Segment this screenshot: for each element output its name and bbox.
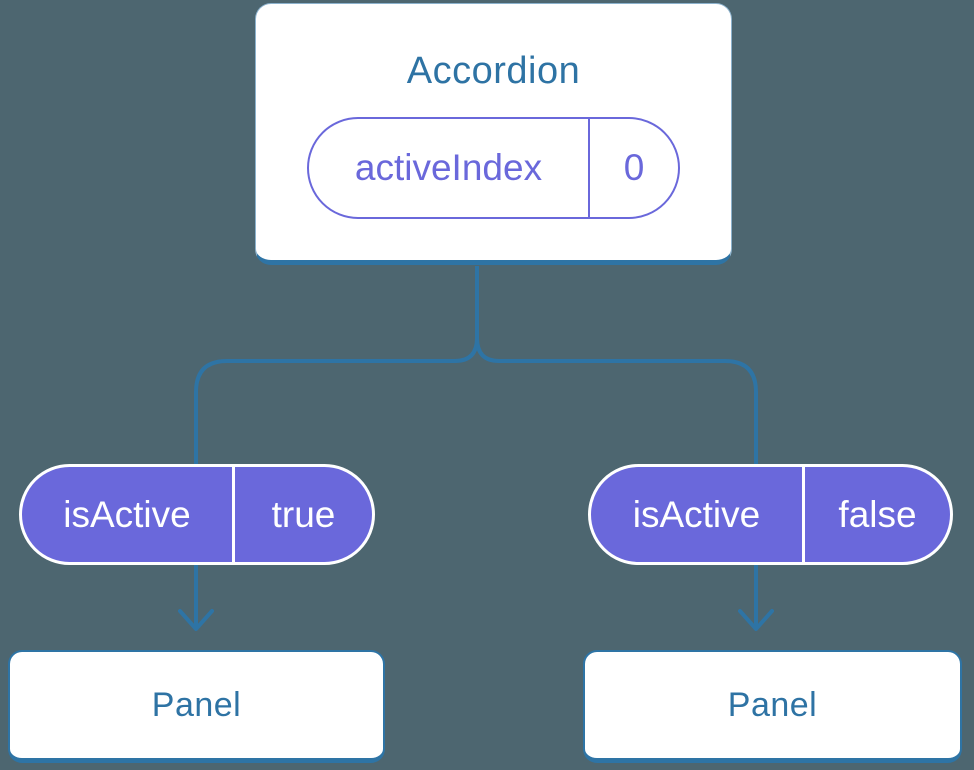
- state-value: 0: [623, 147, 645, 188]
- panel-title: Panel: [727, 685, 818, 724]
- component-node-panel-left: Panel: [8, 650, 385, 763]
- component-node-panel-right: Panel: [583, 650, 962, 763]
- state-name: activeIndex: [354, 147, 543, 188]
- arrow-down-icon-right: [738, 609, 774, 631]
- branch-line-left: [194, 266, 479, 628]
- state-pill: activeIndex 0: [307, 117, 680, 219]
- arrow-down-icon-left: [178, 609, 214, 631]
- component-node-accordion: Accordion activeIndex 0: [255, 3, 732, 265]
- component-title: Accordion: [406, 50, 581, 92]
- prop-pill-right: isActive false: [588, 464, 953, 565]
- prop-name: isActive: [632, 493, 761, 535]
- prop-value: false: [838, 493, 917, 535]
- prop-name: isActive: [63, 493, 191, 535]
- branch-line-right: [475, 266, 758, 628]
- pill-divider: [588, 119, 590, 217]
- panel-title: Panel: [151, 685, 242, 724]
- prop-value: true: [271, 493, 336, 535]
- pill-divider: [802, 467, 805, 562]
- prop-pill-left: isActive true: [19, 464, 375, 565]
- pill-divider: [232, 467, 235, 562]
